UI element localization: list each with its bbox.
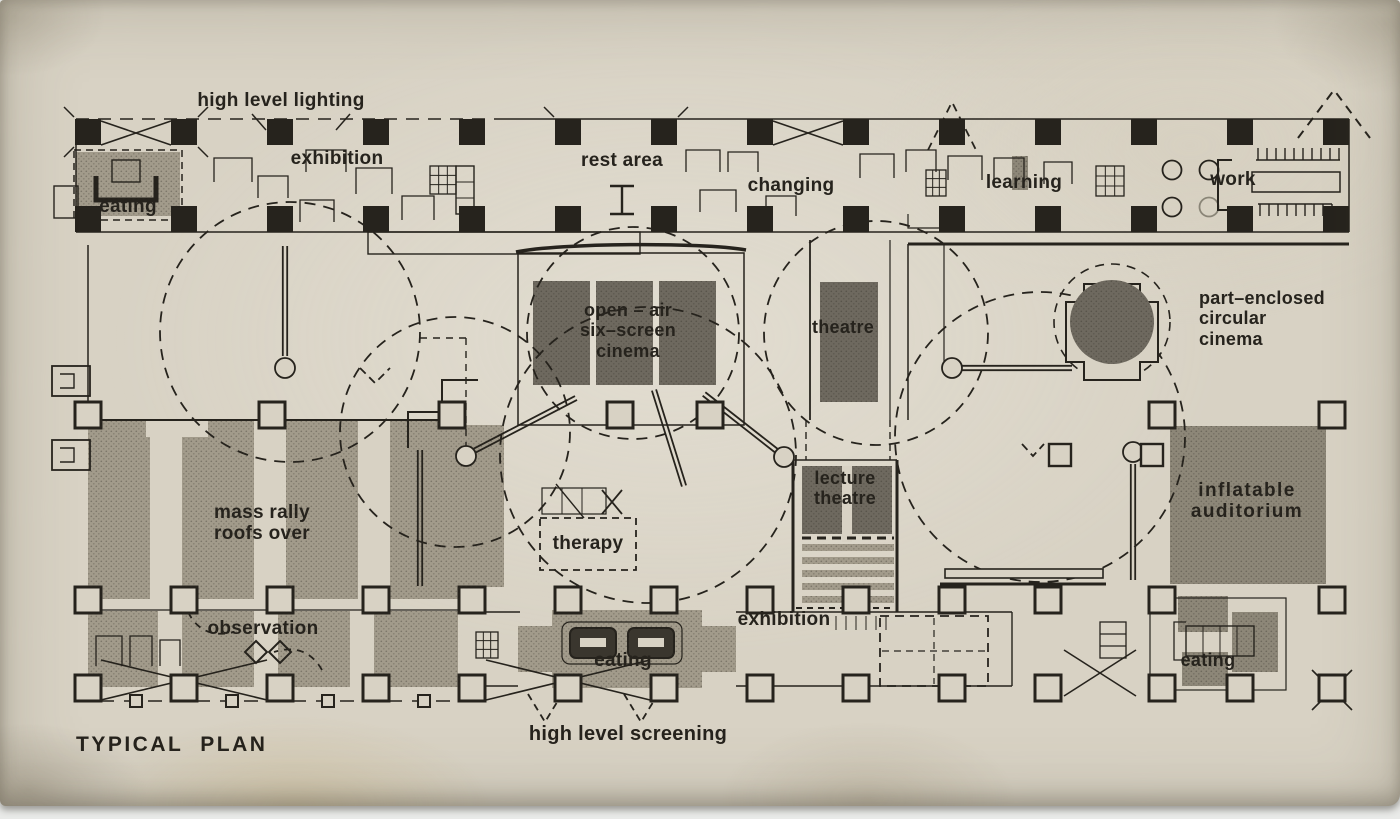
floor-plan-linework bbox=[51, 88, 1371, 724]
